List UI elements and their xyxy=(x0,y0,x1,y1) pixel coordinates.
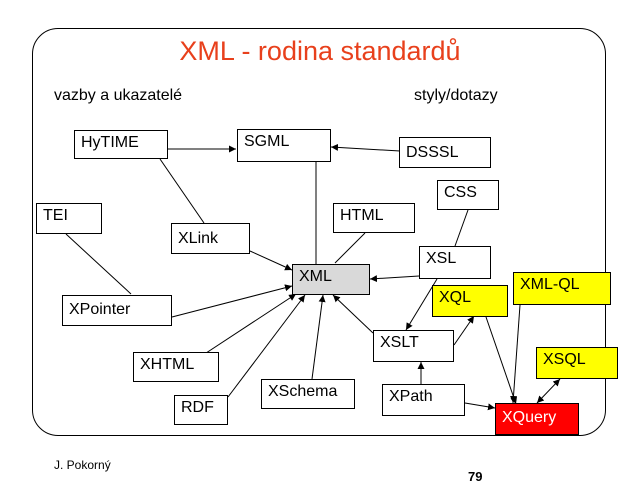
edge-dsssl-sgml xyxy=(330,143,401,152)
node-xschema: XSchema xyxy=(261,379,355,409)
edge-hytime-xlink xyxy=(159,158,205,224)
node-xml: XML xyxy=(292,264,370,295)
edge-rdf-xml xyxy=(227,294,306,398)
node-xslt: XSLT xyxy=(373,330,454,362)
subtitle-right: styly/dotazy xyxy=(414,87,498,104)
edge-xmlql-xquery xyxy=(510,304,521,404)
node-xlink: XLink xyxy=(171,223,250,254)
node-hytime: HyTIME xyxy=(74,130,168,159)
node-xql: XQL xyxy=(432,285,508,317)
edge-xsl-xslt xyxy=(405,278,438,331)
node-xpath: XPath xyxy=(382,384,465,416)
subtitle-left: vazby a ukazatelé xyxy=(54,87,183,104)
edge-xlink-xml xyxy=(249,250,293,271)
node-xquery: XQuery xyxy=(495,403,579,435)
edge-xpointer-xml xyxy=(171,284,293,318)
node-xsl: XSL xyxy=(419,246,491,279)
edge-tei-xpointer xyxy=(65,233,132,295)
edge-xql-xquery xyxy=(485,316,518,405)
node-xhtml: XHTML xyxy=(133,352,219,382)
node-html: HTML xyxy=(333,203,415,233)
node-sgml: SGML xyxy=(237,129,331,162)
node-xmlql: XML-QL xyxy=(513,272,611,305)
slide-frame xyxy=(32,28,606,436)
edge-xpath-xquery xyxy=(464,402,496,411)
slide-title: XML - rodina standardů xyxy=(179,36,461,66)
node-rdf: RDF xyxy=(174,395,228,425)
edge-xsql-xquery xyxy=(536,378,561,404)
node-dsssl: DSSSL xyxy=(399,137,491,168)
node-xpointer: XPointer xyxy=(62,295,172,326)
node-css: CSS xyxy=(437,180,499,210)
node-tei: TEI xyxy=(36,203,102,234)
edge-xslt-xml xyxy=(332,294,374,334)
edge-xschema-xml xyxy=(311,294,326,380)
footer-author: J. Pokorný xyxy=(54,458,111,472)
edge-xhtml-xml xyxy=(199,293,297,358)
edge-xsl-xml xyxy=(369,275,420,283)
edge-html-xml xyxy=(334,232,366,264)
edge-css-xsl xyxy=(454,209,469,247)
node-xsql: XSQL xyxy=(536,347,618,379)
page-number: 79 xyxy=(468,469,483,484)
edge-xslt-xql xyxy=(453,315,475,346)
